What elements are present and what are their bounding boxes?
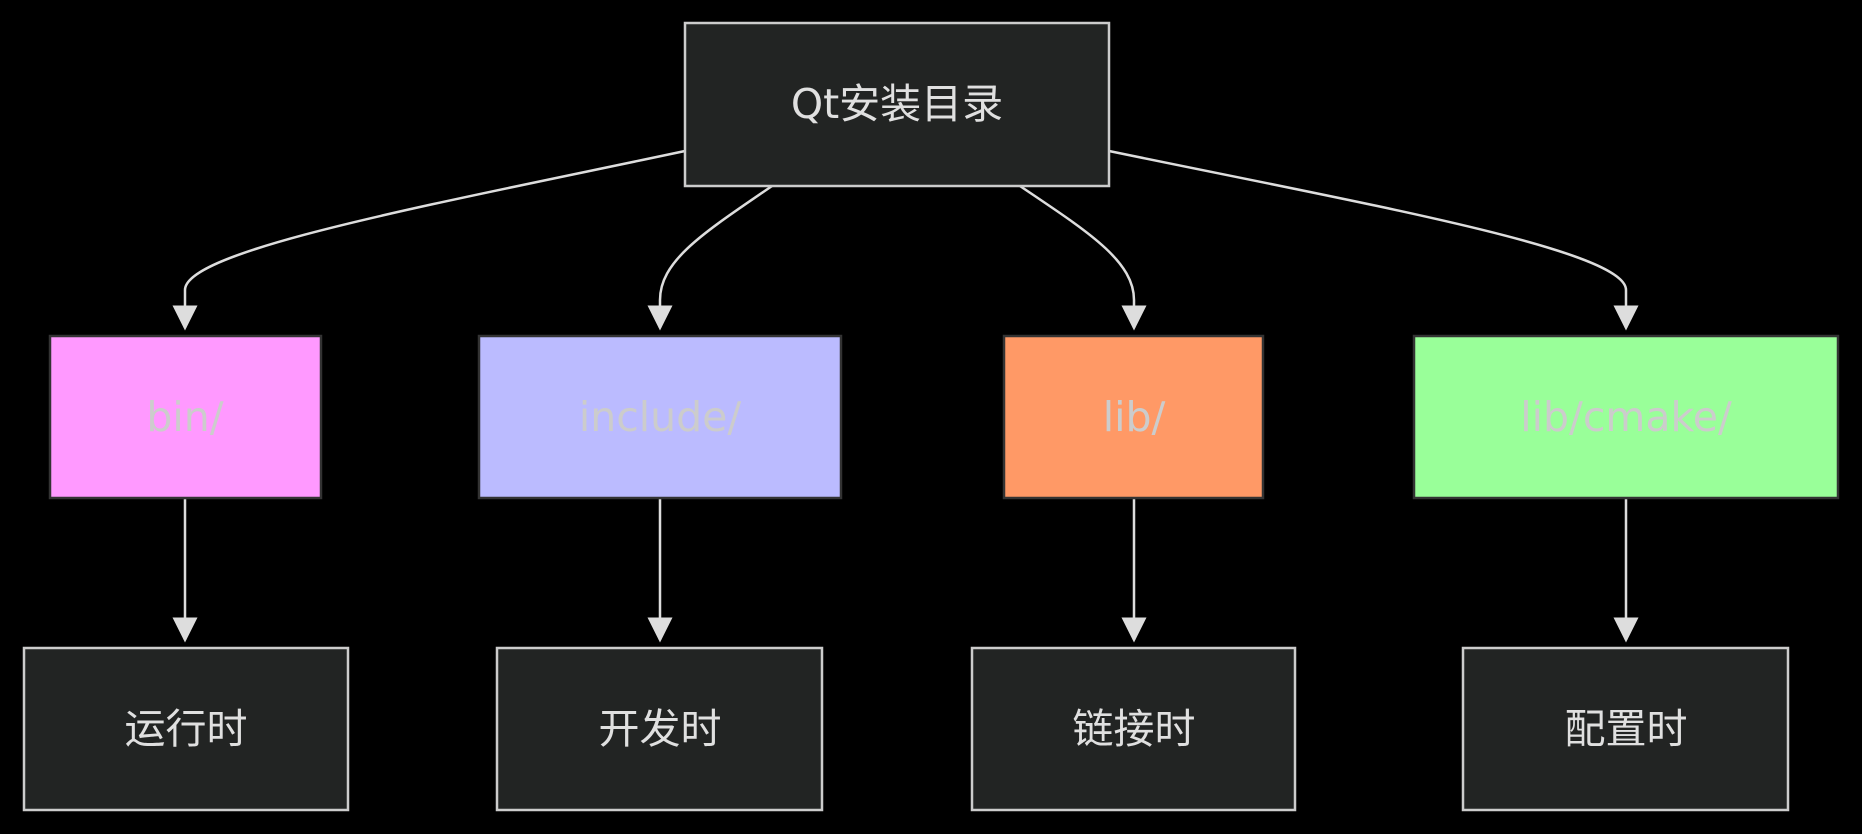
node-dir-lib-label: lib/	[1103, 393, 1166, 441]
node-root: Qt安装目录	[683, 21, 1111, 188]
node-phase-configtime: 配置时	[1461, 646, 1790, 812]
node-dir-lib-cmake-box	[1412, 334, 1840, 500]
node-phase-runtime-box	[22, 646, 350, 812]
node-dir-include-label: include/	[579, 393, 742, 441]
node-phase-configtime-box	[1461, 646, 1790, 812]
node-root-label: Qt安装目录	[791, 80, 1003, 128]
node-dir-bin: bin/	[48, 334, 323, 500]
node-phase-runtime: 运行时	[22, 646, 350, 812]
node-phase-linktime-box	[970, 646, 1297, 812]
node-phase-configtime-label: 配置时	[1565, 705, 1688, 753]
node-phase-linktime: 链接时	[970, 646, 1297, 812]
node-dir-lib: lib/	[1002, 334, 1265, 500]
node-dir-bin-label: bin/	[146, 393, 223, 441]
node-phase-devtime: 开发时	[495, 646, 824, 812]
node-dir-lib-box	[1002, 334, 1265, 500]
edge-root-to-include	[647, 184, 773, 331]
edge-root-to-lib	[1019, 184, 1147, 331]
edge-root-to-lib-cmake	[1108, 149, 1639, 331]
node-dir-lib-cmake: lib/cmake/	[1412, 334, 1840, 500]
node-phase-devtime-label: 开发时	[599, 705, 722, 753]
node-dir-bin-box	[48, 334, 323, 500]
node-phase-runtime-label: 运行时	[125, 705, 248, 753]
node-dir-include: include/	[477, 334, 843, 500]
node-phase-linktime-label: 链接时	[1073, 705, 1196, 753]
node-dir-include-box	[477, 334, 843, 500]
edge-root-to-bin	[172, 149, 686, 331]
node-dir-lib-cmake-label: lib/cmake/	[1520, 393, 1732, 441]
node-phase-devtime-box	[495, 646, 824, 812]
node-root-box	[683, 21, 1111, 188]
